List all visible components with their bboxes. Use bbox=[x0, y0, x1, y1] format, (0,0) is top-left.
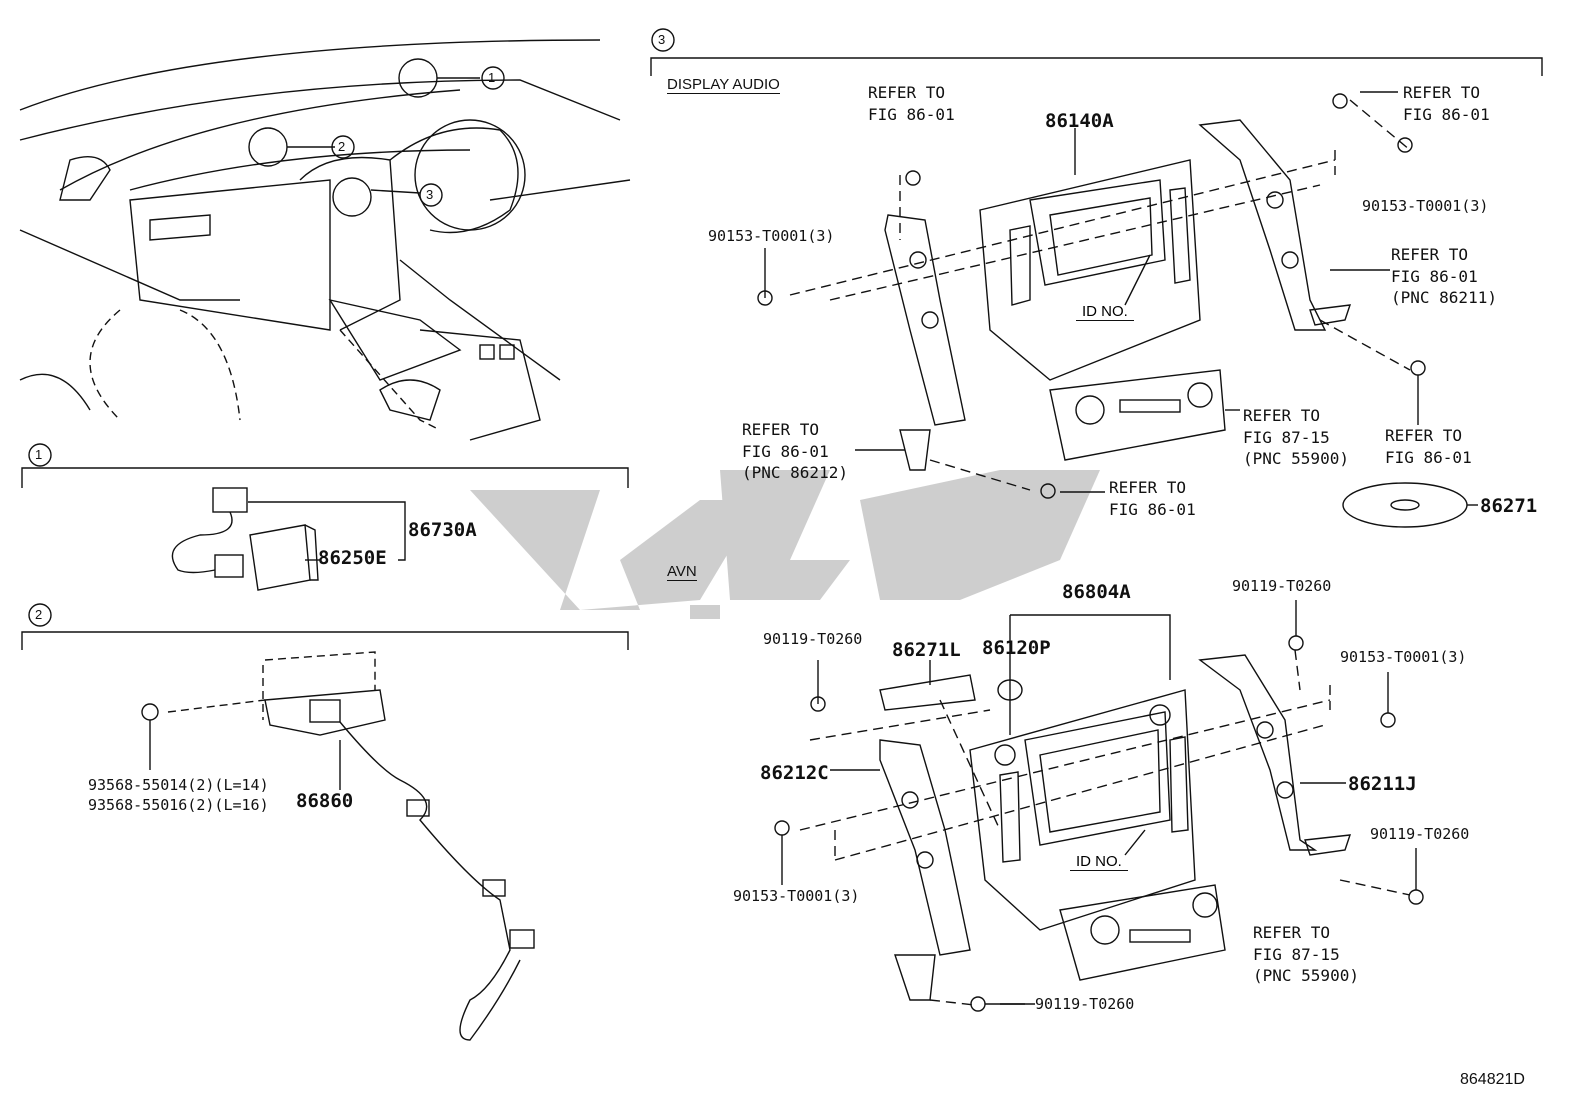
callout-1-text: 1 bbox=[488, 70, 496, 85]
callout-3-text: 3 bbox=[426, 187, 434, 202]
figure-number: 864821D bbox=[1460, 1071, 1525, 1088]
display-audio-right-bracket bbox=[1198, 119, 1352, 331]
display-audio-left-bracket bbox=[884, 214, 966, 471]
avn-knob-86120p bbox=[997, 679, 1023, 701]
watermark-logo bbox=[470, 470, 1100, 619]
part-86211j: 86211J bbox=[1348, 773, 1417, 795]
section-2-label: 2 bbox=[35, 607, 43, 622]
part-90153-t0001-right: 90153-T0001(3) bbox=[1362, 197, 1489, 215]
part-86730a: 86730A bbox=[408, 519, 477, 541]
part-90119-t0260-bottom: 90119-T0260 bbox=[1035, 995, 1135, 1013]
avn-head-unit-86804a bbox=[969, 614, 1196, 931]
callout-circle-1-top bbox=[481, 66, 505, 90]
part-86804a: 86804A bbox=[1062, 581, 1131, 603]
display-audio-head-unit-86140a bbox=[979, 128, 1201, 381]
callout-2-text: 2 bbox=[338, 139, 346, 154]
ref-fig-87-15-pnc-55900-avn: REFER TO FIG 87-15 (PNC 55900) bbox=[1253, 923, 1359, 986]
display-audio-screws bbox=[757, 93, 1426, 499]
part-90153-t0001-avn-right: 90153-T0001(3) bbox=[1340, 648, 1467, 666]
display-audio-dashed-guides bbox=[789, 99, 1411, 491]
section-3-bracket bbox=[650, 57, 1543, 76]
callout-circle-2-top bbox=[331, 135, 355, 159]
ref-fig-87-15-pnc-55900: REFER TO FIG 87-15 (PNC 55900) bbox=[1243, 406, 1349, 469]
ref-fig-86-01-b: REFER TO FIG 86-01 bbox=[1403, 83, 1490, 124]
display-audio-heading: DISPLAY AUDIO bbox=[667, 76, 780, 94]
screw-93568 bbox=[141, 703, 159, 770]
section-3-label: 3 bbox=[658, 32, 666, 47]
module-86250e bbox=[249, 524, 320, 591]
id-no-label-avn: ID NO. bbox=[1070, 853, 1128, 871]
section-1-bracket bbox=[21, 467, 629, 488]
harness-86730a bbox=[171, 487, 406, 578]
part-86120p: 86120P bbox=[982, 637, 1051, 659]
section-1-label: 1 bbox=[35, 447, 43, 462]
part-90119-t0260-right: 90119-T0260 bbox=[1370, 825, 1470, 843]
leader-id-no-top bbox=[1124, 254, 1151, 306]
section-2-marker bbox=[28, 603, 52, 627]
avn-dashed-guides bbox=[799, 649, 1411, 1006]
ref-fig-86-01-c: REFER TO FIG 86-01 bbox=[1385, 426, 1472, 467]
part-93568-55014: 93568-55014(2)(L=14) bbox=[88, 776, 269, 794]
ref-fig-86-01-pnc-86212: REFER TO FIG 86-01 (PNC 86212) bbox=[742, 420, 848, 483]
cd-disc-86271 bbox=[1342, 482, 1478, 528]
part-90119-t0260-left: 90119-T0260 bbox=[763, 630, 863, 648]
avn-right-bracket-86211j bbox=[1198, 654, 1352, 856]
ref-fig-86-01-d: REFER TO FIG 86-01 bbox=[1109, 478, 1196, 519]
part-86140a: 86140A bbox=[1045, 110, 1114, 132]
leader-id-no-avn bbox=[1124, 829, 1146, 856]
id-no-label-top: ID NO. bbox=[1076, 303, 1134, 321]
avn-left-bracket-86212c bbox=[879, 739, 971, 1001]
part-86271: 86271 bbox=[1480, 495, 1538, 517]
part-86212c: 86212C bbox=[760, 762, 829, 784]
avn-bracket-86271l bbox=[879, 674, 976, 711]
sensor-86860 bbox=[167, 651, 535, 1041]
part-93568-55016: 93568-55016(2)(L=16) bbox=[88, 796, 269, 814]
part-86860: 86860 bbox=[296, 790, 354, 812]
part-90119-t0260-top: 90119-T0260 bbox=[1232, 577, 1332, 595]
part-90153-t0001-left: 90153-T0001(3) bbox=[708, 227, 835, 245]
part-86250e: 86250E bbox=[318, 547, 387, 569]
section-2-bracket bbox=[21, 631, 629, 650]
ref-fig-86-01-pnc-86211: REFER TO FIG 86-01 (PNC 86211) bbox=[1391, 245, 1497, 308]
section-1-marker bbox=[28, 443, 52, 467]
callout-circle-3-top bbox=[419, 183, 443, 207]
avn-heading: AVN bbox=[667, 563, 697, 581]
part-86271l: 86271L bbox=[892, 639, 961, 661]
avn-control-panel bbox=[1059, 884, 1226, 981]
display-audio-control-panel bbox=[1049, 369, 1240, 461]
ref-fig-86-01-a: REFER TO FIG 86-01 bbox=[868, 83, 955, 124]
dashboard-overview bbox=[19, 39, 631, 441]
section-3-marker bbox=[651, 28, 675, 52]
part-90153-t0001-avn-left: 90153-T0001(3) bbox=[733, 887, 860, 905]
